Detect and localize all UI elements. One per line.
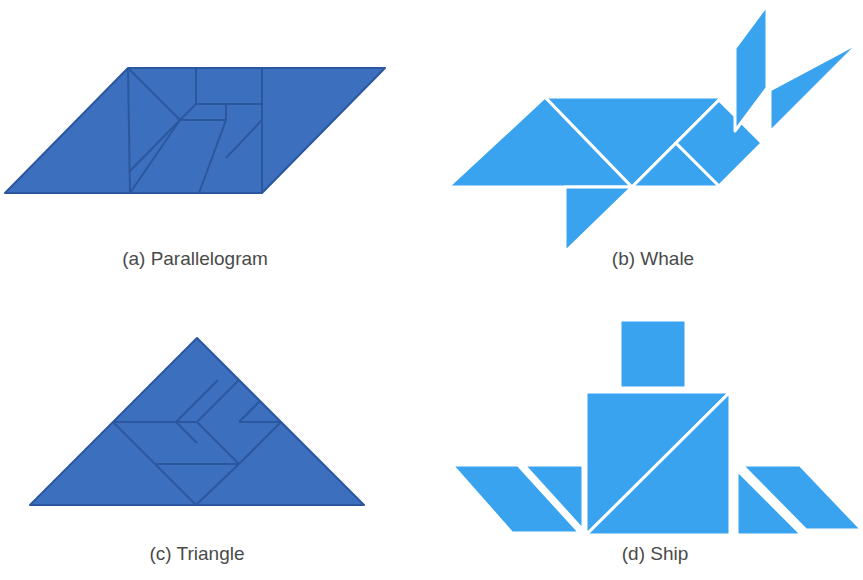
- parallelogram-figure: [5, 68, 385, 193]
- figure-caption: (b) Whale: [612, 248, 694, 270]
- figure-caption: (a) Parallelogram: [122, 248, 268, 270]
- triangle-figure: [30, 338, 364, 505]
- whale-figure: [448, 5, 860, 252]
- figure-caption: (d) Ship: [622, 543, 689, 565]
- figure-caption: (c) Triangle: [149, 543, 244, 565]
- ship-figure: [452, 320, 862, 535]
